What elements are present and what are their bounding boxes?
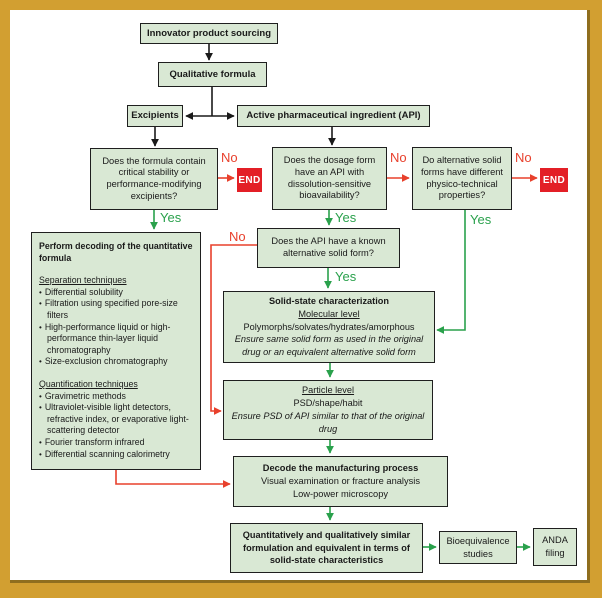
list-item: High-performance liquid or high-performa… (39, 322, 193, 357)
particle-level-subheading: Particle level (301, 385, 355, 396)
label-yes-alternative-form: Yes (335, 269, 357, 284)
node-quantitative-formula-decoding: Perform decoding of the quantitative for… (31, 232, 201, 470)
quantification-techniques-list: Gravimetric methods Ultraviolet-visible … (39, 391, 193, 461)
polymorphs-line: Polymorphs/solvates/hydrates/amorphous (243, 321, 415, 332)
node-decode-manufacturing-process: Decode the manufacturing process Visual … (233, 456, 448, 507)
label-yes-dissolution: Yes (335, 210, 357, 225)
psd-line: PSD/shape/habit (293, 398, 363, 409)
decoding-title: Perform decoding of the quantitative for… (39, 241, 193, 263)
label-no-critical-excipients: No (221, 150, 238, 165)
label-no-dissolution: No (390, 150, 407, 165)
particle-note: Ensure PSD of API similar to that of the… (231, 411, 425, 434)
solid-state-title: Solid-state characterization (269, 295, 389, 306)
decode-mfg-title: Decode the manufacturing process (262, 462, 419, 473)
decode-mfg-line2: Low-power microscopy (292, 489, 389, 499)
decision-dissolution-sensitivity: Does the dosage form have an API with di… (272, 147, 387, 210)
label-yes-critical-excipients: Yes (160, 210, 182, 225)
list-item: Size-exclusion chromatography (39, 356, 193, 368)
node-excipients: Excipients (127, 105, 183, 127)
end-node-1: END (237, 168, 262, 192)
node-similar-formulation: Quantitatively and qualitatively similar… (230, 523, 423, 573)
list-item: Fourier transform infrared (39, 437, 193, 449)
list-item: Differential solubility (39, 287, 193, 299)
node-particle-level: Particle level PSD/shape/habit Ensure PS… (223, 380, 433, 440)
list-item: Filtration using specified pore-size fil… (39, 298, 193, 321)
molecular-level-subheading: Molecular level (298, 308, 360, 319)
separation-techniques-heading: Separation techniques (39, 275, 127, 286)
solid-state-note: Ensure same solid form as used in the or… (234, 334, 424, 358)
node-bioequivalence-studies: Bioequivalence studies (439, 531, 517, 564)
label-yes-physico-technical: Yes (470, 212, 492, 227)
node-anda-filing: ANDA filing (533, 528, 577, 566)
label-no-physico-technical: No (515, 150, 532, 165)
decision-physico-technical: Do alternative solid forms have differen… (412, 147, 512, 210)
list-item: Ultraviolet-visible light detectors, ref… (39, 402, 193, 437)
quantification-techniques-heading: Quantification techniques (39, 378, 138, 389)
node-solid-state-characterization: Solid-state characterization Molecular l… (223, 291, 435, 363)
list-item: Gravimetric methods (39, 391, 193, 403)
list-item: Differential scanning calorimetry (39, 449, 193, 461)
node-qualitative-formula: Qualitative formula (158, 62, 267, 87)
decode-mfg-line1: Visual examination or fracture analysis (261, 475, 420, 486)
decision-alternative-solid-form: Does the API have a known alternative so… (257, 228, 400, 268)
end-node-2: END (540, 168, 568, 192)
separation-techniques-list: Differential solubility Filtration using… (39, 287, 193, 368)
node-innovator-product-sourcing: Innovator product sourcing (140, 23, 278, 44)
node-api: Active pharmaceutical ingredient (API) (237, 105, 430, 127)
label-no-alternative-form: No (229, 229, 246, 244)
decision-critical-excipients: Does the formula contain critical stabil… (90, 148, 218, 210)
